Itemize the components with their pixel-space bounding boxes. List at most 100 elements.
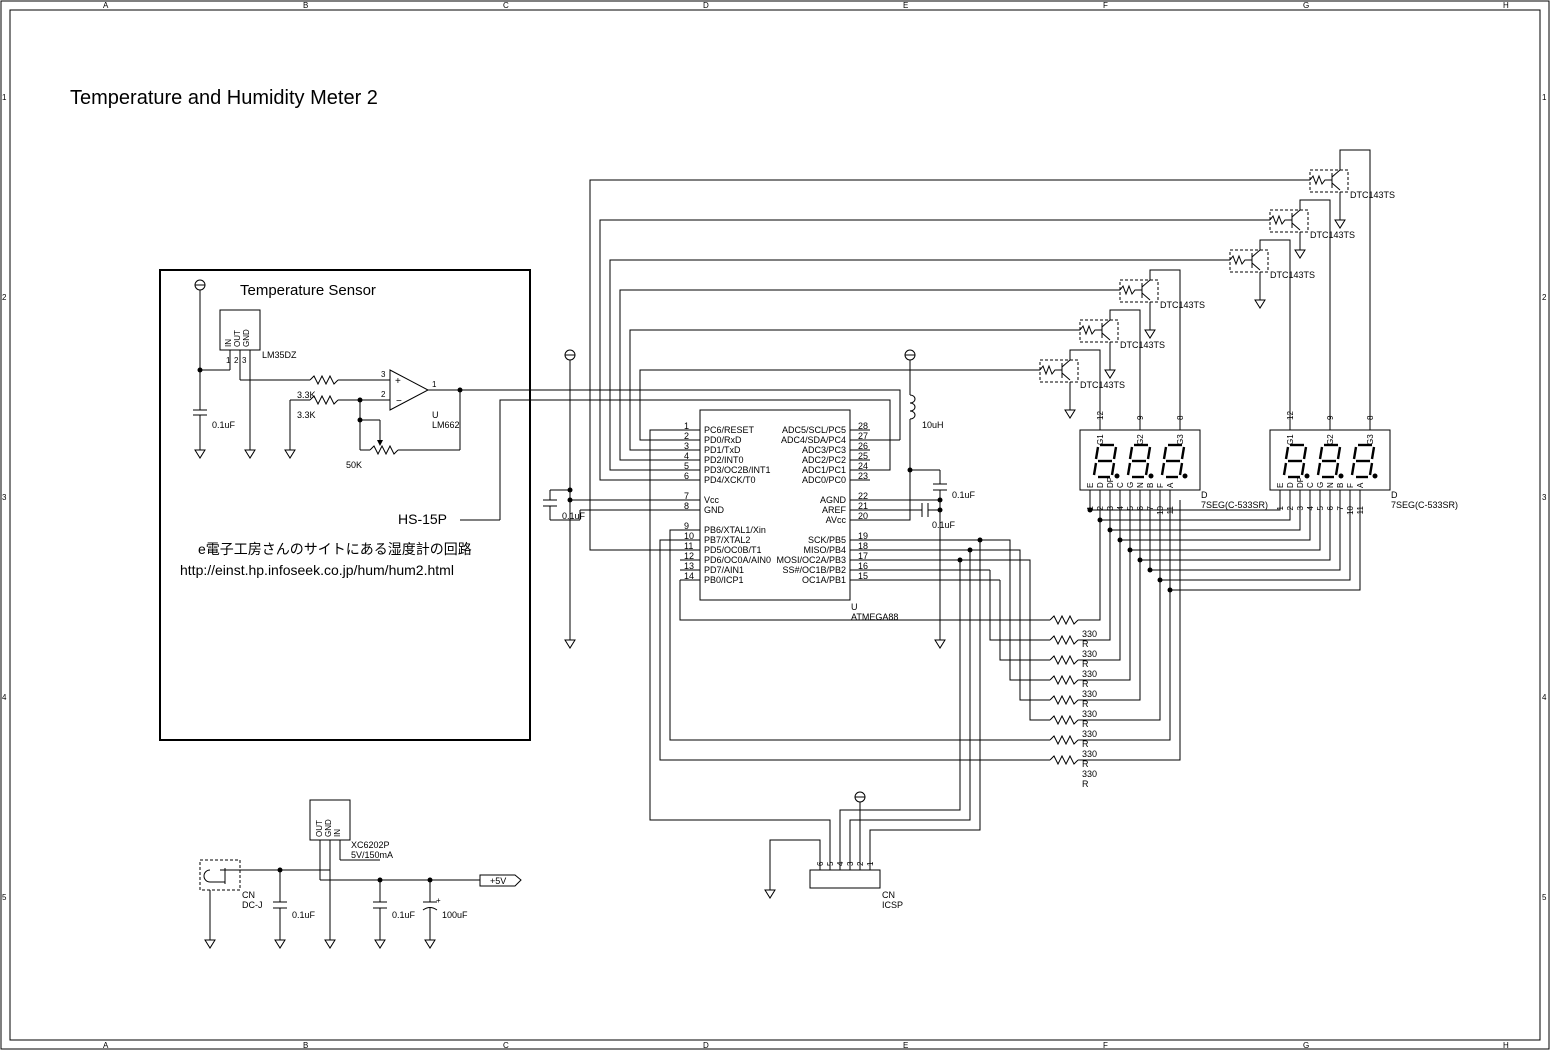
transistor-dtc143ts: DTC143TS [1079,319,1165,350]
segment-resistor-value: 330 [1082,629,1097,639]
mcu-pin-number: 1 [684,421,689,431]
ground-symbol [284,449,296,459]
reg-pin-gnd: GND [324,819,333,837]
mcu-ref: U [851,602,858,612]
display-bottom-letter: N [1136,482,1145,488]
frame-column-label: D [703,1,709,10]
display-top-pin: 12 [1286,411,1295,420]
segment-resistor-value: 330 [1082,649,1097,659]
mcu-pin-name: PC6/RESET [704,425,755,435]
mcu-pin-name: PD4/XCK/T0 [704,475,756,485]
frame-row-label: 1 [2,93,7,102]
mcu-pin-number: 14 [684,571,694,581]
mcu-pin-number: 23 [858,471,868,481]
mcu-pin-number: 24 [858,461,868,471]
transistor-dtc143ts: DTC143TS [1269,209,1355,240]
display-bottom-letter: A [1166,482,1175,488]
mcu-pin-number: 4 [684,451,689,461]
r1-value: 3.3K [297,390,316,400]
mcu-pin-name: MOSI/OC2A/PB3 [776,555,846,565]
display-top-letter: G2 [1326,434,1335,445]
transistor-dtc143ts: DTC143TS [1309,169,1395,200]
mcu-pin-name: AGND [820,495,847,505]
mcu-pin-name: PB0/ICP1 [704,575,744,585]
mcu-pin-name: PD7/AIN1 [704,565,744,575]
frame-column-label: D [703,1041,709,1050]
mcu-pin-name: ADC0/PC0 [802,475,846,485]
mcu-pin-number: 16 [858,561,868,571]
display-ref: D [1391,490,1398,500]
frame-row-label: 1 [1542,93,1547,102]
mcu-pin-number: 6 [684,471,689,481]
display-top-letter: G2 [1136,434,1145,445]
svg-text:+: + [436,896,441,905]
lm35-pin-out-label: OUT [233,330,242,347]
mcu-pin-number: 25 [858,451,868,461]
mcu-pin-number: 11 [684,541,693,551]
frame-column-label: H [1503,1,1509,10]
segment-resistor-ref: R [1082,699,1089,709]
opamp-ref: U [432,410,439,420]
frame-column-label: E [903,1041,908,1050]
display-top-letter: G1 [1096,434,1105,445]
mcu-pin-name: ADC1/PC1 [802,465,846,475]
cin-label: 0.1uF [292,910,316,920]
mcu-pin-name: ADC3/PC3 [802,445,846,455]
display-bottom-letter: E [1276,483,1285,488]
display-top-letter: G1 [1286,434,1295,445]
inductor-label: 10uH [922,420,944,430]
lm35-pin-in-label: IN [224,339,233,347]
opamp-pin2: 2 [381,390,386,399]
display-top-pin: 8 [1176,415,1185,420]
segment-resistor-value: 330 [1082,769,1097,779]
segment-resistor-value: 330 [1082,669,1097,679]
transistor-label: DTC143TS [1160,300,1205,310]
display-bottom-letter: DP [1106,477,1115,488]
mcu-pin-number: 19 [858,531,868,541]
mcu-pin-number: 12 [684,551,694,561]
display-part: 7SEG(C-533SR) [1391,500,1458,510]
mcu-pin-number: 28 [858,421,868,431]
frame-column-label: A [103,1041,109,1050]
lm35-pin-gnd-label: GND [242,329,251,347]
sensor-block-heading: Temperature Sensor [240,282,376,299]
vcc-symbol [194,279,206,410]
frame-column-label: F [1103,1041,1108,1050]
frame-row-label: 4 [2,693,7,702]
ground-symbol [1104,369,1116,379]
ground-symbol [1294,249,1306,259]
mcu-pin-number: 9 [684,521,689,531]
mcu-pin-number: 20 [858,511,868,521]
mcu-pin-name: PD3/OC2B/INT1 [704,465,771,475]
segment-resistor-ref: R [1082,719,1089,729]
avcc-filter: 10uH 0.1uF 0.1uF [860,349,976,649]
mcu-pin-number: 21 [858,501,868,511]
mcu-pin-name: PD0/RxD [704,435,742,445]
segment-resistor-ref: R [1082,679,1089,689]
opamp-pin1: 1 [432,380,437,389]
hs15p-label: HS-15P [398,511,447,527]
mcu-pin-number: 2 [684,431,689,441]
opamp-part: LM662 [432,420,460,430]
mcu-pin-name: ADC5/SCL/PC5 [782,425,846,435]
frame-row-label: 3 [2,493,7,502]
transistor-label: DTC143TS [1310,230,1355,240]
mcu-part: ATMEGA88 [851,612,898,622]
mcu-pin-name: PD1/TxD [704,445,741,455]
frame-row-label: 3 [1542,493,1547,502]
segment-resistor-value: 330 [1082,729,1097,739]
segment-resistor-ref: R [1082,639,1089,649]
segment-resistor-value: 330 [1082,689,1097,699]
frame-column-label: C [503,1,509,10]
page-title: Temperature and Humidity Meter 2 [70,87,378,109]
seven-segment-display: 12G19G28G31E2D3DP4C5G6N7B10F11AD7SEG(C-5… [1079,411,1268,515]
